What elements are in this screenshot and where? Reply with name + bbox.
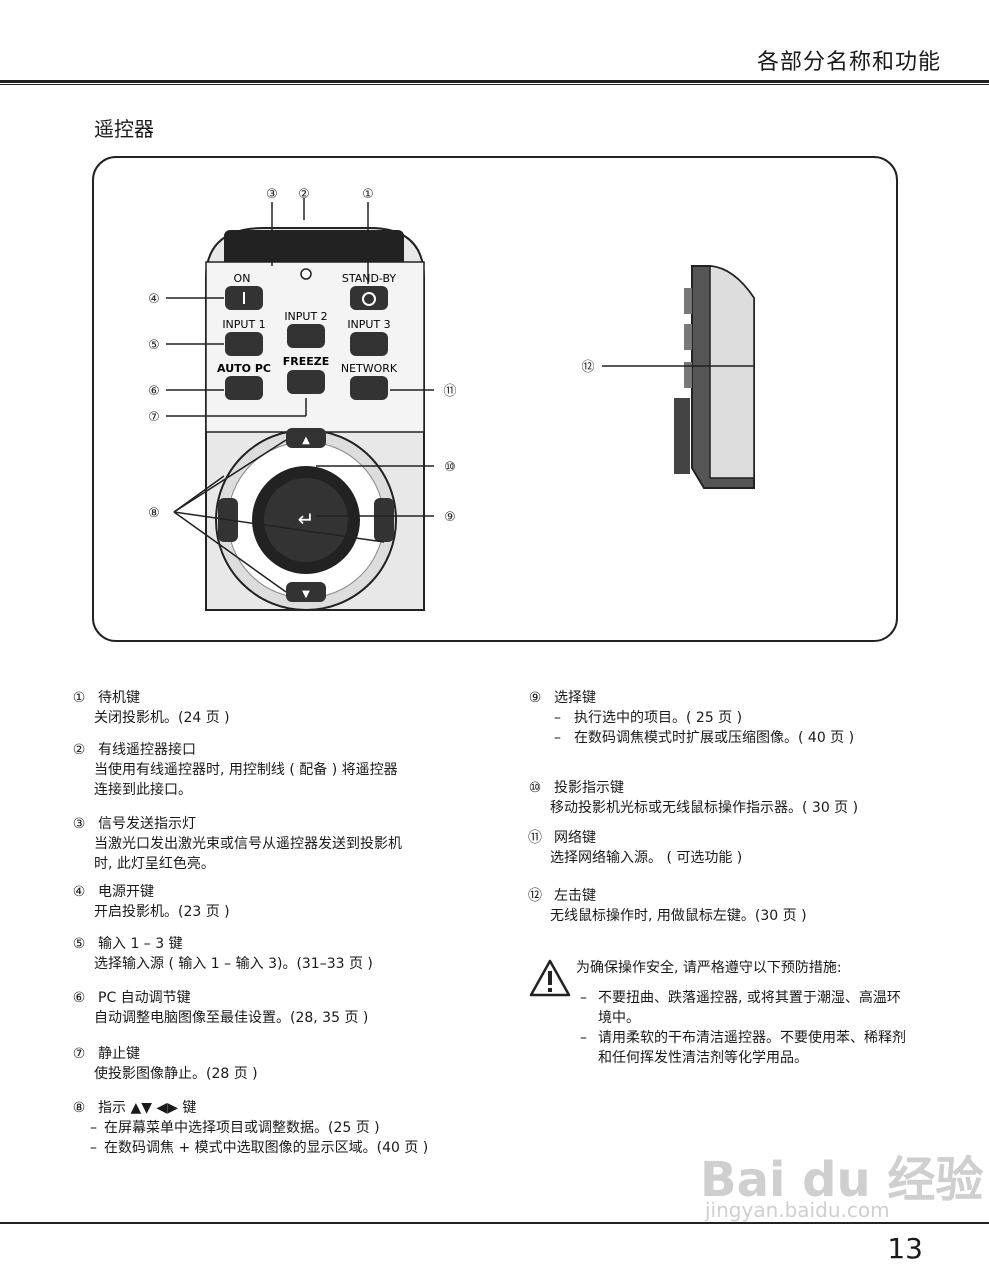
footer-rule	[0, 1222, 989, 1224]
chapter-title: 各部分名称和功能	[756, 50, 941, 75]
warning-line: 请用柔软的干布清洁遥控器。不要使用苯、稀释剂和任何挥发性清洁剂等化学用品。	[598, 1030, 906, 1066]
callout-4: ④	[148, 292, 160, 307]
network-label: NETWORK	[341, 362, 398, 375]
callout-3: ③	[266, 187, 278, 202]
callout-5: ⑤	[148, 338, 160, 353]
svg-text:▼: ▼	[302, 589, 310, 600]
input3-label: INPUT 3	[347, 318, 390, 331]
freeze-label: FREEZE	[283, 355, 330, 368]
header-rule	[0, 80, 989, 83]
on-button	[225, 286, 263, 310]
watermark-logo: Bai du 经验	[700, 1152, 984, 1208]
input2-label: INPUT 2	[284, 310, 327, 323]
callout-6: ⑥	[148, 384, 160, 399]
watermark-url: jingyan.baidu.com	[705, 1198, 890, 1222]
remote-control-figure: ON STAND-BY INPUT 1 INPUT 2 INPUT 3 AUTO…	[92, 156, 898, 642]
warning-icon	[529, 959, 571, 997]
standby-button	[350, 286, 388, 310]
on-label: ON	[234, 272, 251, 285]
warning-title: 为确保操作安全, 请严格遵守以下预防措施:	[576, 960, 842, 976]
callout-11: ⑪	[443, 384, 456, 399]
svg-text:↵: ↵	[298, 507, 315, 531]
page-number: 13	[887, 1232, 923, 1265]
callout-10: ⑩	[444, 460, 456, 475]
svg-text:▲: ▲	[302, 435, 310, 446]
warning-line: 不要扭曲、跌落遥控器, 或将其置于潮湿、高温环境中。	[598, 990, 901, 1026]
callout-1: ①	[362, 187, 374, 202]
standby-label: STAND-BY	[342, 272, 397, 285]
input1-label: INPUT 1	[222, 318, 265, 331]
autopc-label: AUTO PC	[217, 362, 271, 375]
callout-12: ⑫	[581, 360, 594, 375]
header-rule-thin	[0, 84, 989, 85]
section-title: 遥控器	[94, 117, 154, 141]
callout-9: ⑨	[444, 510, 456, 525]
safety-warning: 为确保操作安全, 请严格遵守以下预防措施: –不要扭曲、跌落遥控器, 或将其置于…	[528, 958, 908, 1066]
callout-2: ②	[298, 187, 310, 202]
callout-8: ⑧	[148, 506, 160, 521]
callout-7: ⑦	[148, 410, 160, 425]
